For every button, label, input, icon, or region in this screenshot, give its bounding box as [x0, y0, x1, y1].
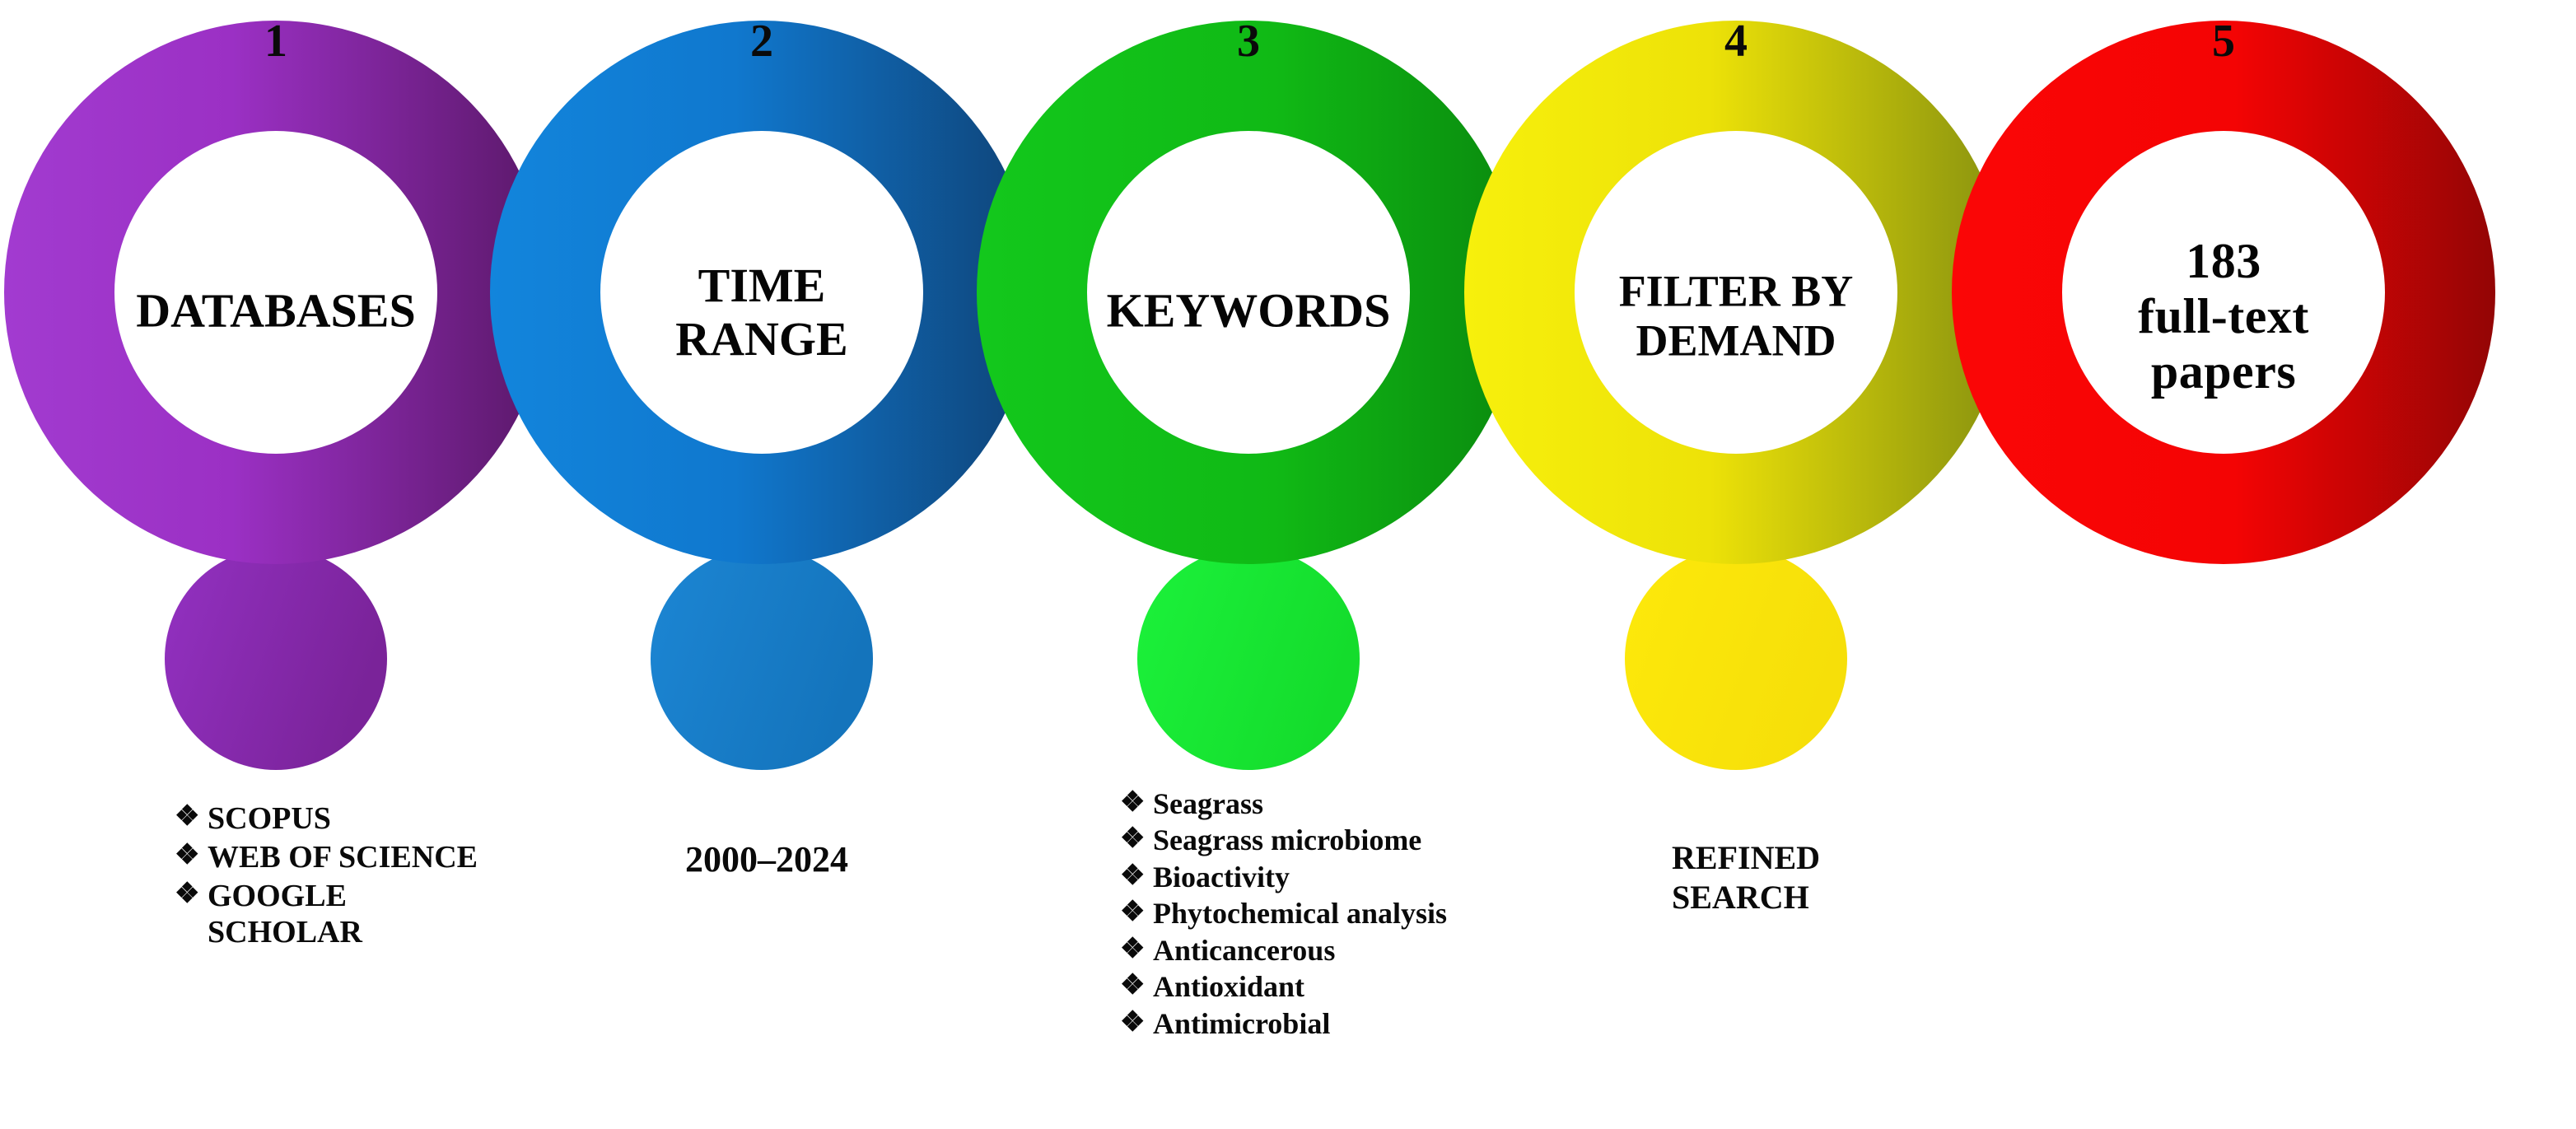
step-3-caption-list: ❖ Seagrass ❖ Seagrass microbiome ❖ Bioac…	[1120, 786, 1680, 1041]
list-item: ❖ Anticancerous	[1120, 933, 1680, 968]
step-3-caption-item-1: Seagrass	[1153, 787, 1263, 820]
step-1-caption-item-3: GOOGLE SCHOLAR	[208, 878, 362, 950]
diamond-bullet-icon: ❖	[175, 839, 200, 870]
step-3-tail	[1137, 548, 1360, 770]
step-4-tail	[1625, 548, 1847, 770]
diamond-bullet-icon: ❖	[1120, 1006, 1146, 1038]
step-3-caption-item-5: Anticancerous	[1153, 933, 1336, 967]
list-item: ❖ Antioxidant	[1120, 969, 1680, 1004]
step-4-caption: REFINED SEARCH	[1672, 838, 2001, 917]
step-5-number: 5	[2212, 16, 2235, 67]
diamond-bullet-icon: ❖	[1120, 897, 1146, 928]
step-1-caption: ❖ SCOPUS ❖ WEB OF SCIENCE ❖ GOOGLE SCHOL…	[175, 800, 504, 953]
step-2-graphic	[490, 21, 1034, 770]
step-3-caption-item-4: Phytochemical analysis	[1153, 897, 1447, 931]
list-item: ❖ GOOGLE SCHOLAR	[175, 878, 504, 952]
step-3-number: 3	[1237, 16, 1260, 67]
diamond-bullet-icon: ❖	[175, 801, 200, 832]
step-1-tail	[165, 548, 387, 770]
step-4-caption-item-1: REFINED	[1672, 839, 1821, 876]
step-2-caption: 2000–2024	[685, 838, 1015, 882]
step-4-graphic	[1464, 21, 2008, 770]
step-2-caption-item-1: 2000–2024	[685, 839, 848, 879]
step-4-ring	[1464, 21, 2008, 564]
step-3-ring	[977, 21, 1520, 564]
step-2-number: 2	[750, 16, 773, 67]
list-item: ❖ SCOPUS	[175, 800, 504, 837]
step-2-tail	[651, 548, 873, 770]
list-item: ❖ Bioactivity	[1120, 860, 1680, 894]
step-3-caption-item-2: Seagrass microbiome	[1153, 823, 1422, 857]
step-5-ring	[1952, 21, 2495, 564]
diamond-bullet-icon: ❖	[1120, 823, 1146, 855]
step-5-graphic	[1952, 21, 2495, 564]
step-1-caption-list: ❖ SCOPUS ❖ WEB OF SCIENCE ❖ GOOGLE SCHOL…	[175, 800, 504, 951]
step-2-ring	[490, 21, 1034, 564]
list-item: ❖ Seagrass microbiome	[1120, 823, 1680, 857]
step-1-graphic	[4, 21, 548, 770]
step-4-caption-item-2: SEARCH	[1672, 879, 1809, 916]
step-3-caption-item-3: Bioactivity	[1153, 860, 1290, 893]
list-item: ❖ Seagrass	[1120, 786, 1680, 821]
diamond-bullet-icon: ❖	[1120, 787, 1146, 818]
step-1-caption-item-1: SCOPUS	[208, 801, 331, 836]
step-1-ring	[4, 21, 548, 564]
step-4-number: 4	[1724, 16, 1748, 67]
list-item: ❖ WEB OF SCIENCE	[175, 839, 504, 876]
diamond-bullet-icon: ❖	[175, 878, 200, 909]
step-3-caption: ❖ Seagrass ❖ Seagrass microbiome ❖ Bioac…	[1120, 786, 1680, 1043]
diamond-bullet-icon: ❖	[1120, 933, 1146, 964]
step-3-caption-item-7: Antimicrobial	[1153, 1006, 1331, 1040]
step-1-caption-item-2: WEB OF SCIENCE	[208, 839, 478, 875]
diamond-bullet-icon: ❖	[1120, 860, 1146, 891]
diamond-bullet-icon: ❖	[1120, 970, 1146, 1001]
step-1-number: 1	[264, 16, 287, 67]
step-3-graphic	[977, 21, 1520, 770]
step-3-caption-item-6: Antioxidant	[1153, 970, 1305, 1004]
list-item: ❖ Phytochemical analysis	[1120, 896, 1680, 931]
list-item: ❖ Antimicrobial	[1120, 1006, 1680, 1041]
